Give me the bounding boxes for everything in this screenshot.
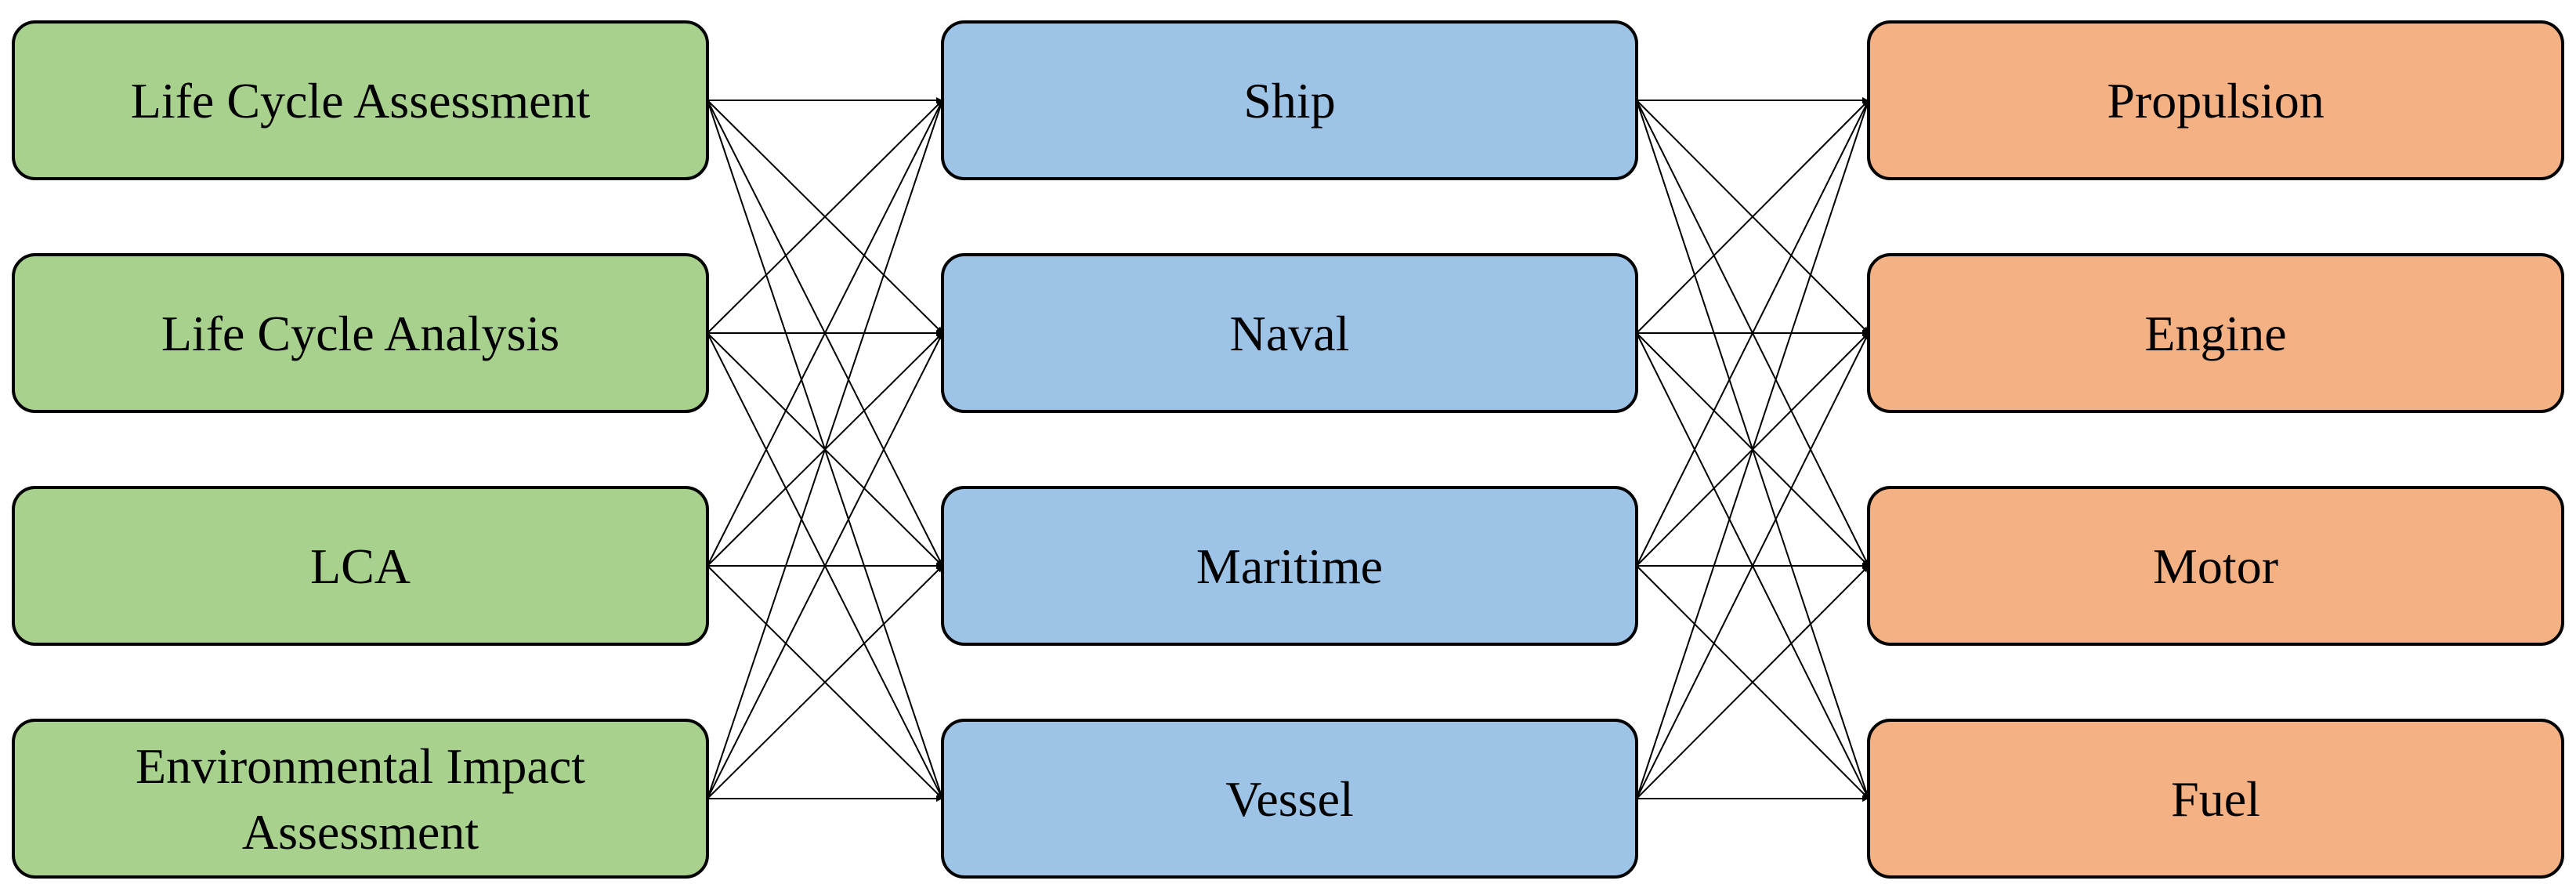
vessel-terms-node-2: Maritime [941,486,1638,646]
search-terms-node-0: Life Cycle Assessment [12,20,709,180]
vessel-terms-box [941,20,1638,180]
system-terms-box [1867,719,2564,879]
vessel-terms-node-3: Vessel [941,719,1638,879]
search-terms-node-2: LCA [12,486,709,646]
search-terms-label: LCA [310,538,411,594]
vessel-terms-box [941,486,1638,646]
search-terms-label: Life Cycle Assessment [131,73,591,129]
vessel-terms-node-0: Ship [941,20,1638,180]
system-terms-label: Engine [2144,306,2286,361]
vessel-terms-box [941,719,1638,879]
arrow-vessel-terms-3-to-0 [1636,100,1870,799]
system-terms-node-2: Motor [1867,486,2564,646]
system-terms-node-3: Fuel [1867,719,2564,879]
system-terms-box [1867,253,2564,413]
vessel-terms-node-1: Naval [941,253,1638,413]
arrow-vessel-terms-3-to-2 [1636,565,1869,799]
arrow-search-terms-3-to-2 [707,565,943,799]
arrow-search-terms-1-to-0 [707,100,943,334]
system-terms-box [1867,486,2564,646]
arrow-vessel-terms-3-to-1 [1636,332,1869,799]
search-terms-label: Assessment [242,804,479,860]
system-terms-label: Propulsion [2107,73,2324,129]
arrow-search-terms-2-to-0 [707,100,943,567]
search-terms-label: Environmental Impact [136,738,585,794]
search-terms-box [12,486,709,646]
arrow-vessel-terms-1-to-0 [1636,100,1869,334]
arrow-search-terms-3-to-0 [707,100,944,799]
system-terms-box [1867,20,2564,180]
system-terms-label: Motor [2153,538,2278,594]
arrow-vessel-terms-2-to-0 [1636,100,1869,567]
system-terms-label: Fuel [2171,771,2260,827]
vessel-terms-label: Ship [1243,73,1335,129]
connector-arrows [707,97,1870,802]
search-terms-box [12,253,709,413]
system-terms-node-1: Engine [1867,253,2564,413]
vessel-terms-label: Maritime [1196,538,1383,594]
search-terms-label: Life Cycle Analysis [161,306,559,361]
search-terms-box [12,719,709,879]
search-terms-box [12,20,709,180]
search-terms-node-1: Life Cycle Analysis [12,253,709,413]
system-terms-node-0: Propulsion [1867,20,2564,180]
vessel-terms-label: Vessel [1225,771,1354,827]
vessel-terms-label: Naval [1230,306,1350,361]
arrow-search-terms-3-to-1 [707,332,943,799]
vessel-terms-box [941,253,1638,413]
